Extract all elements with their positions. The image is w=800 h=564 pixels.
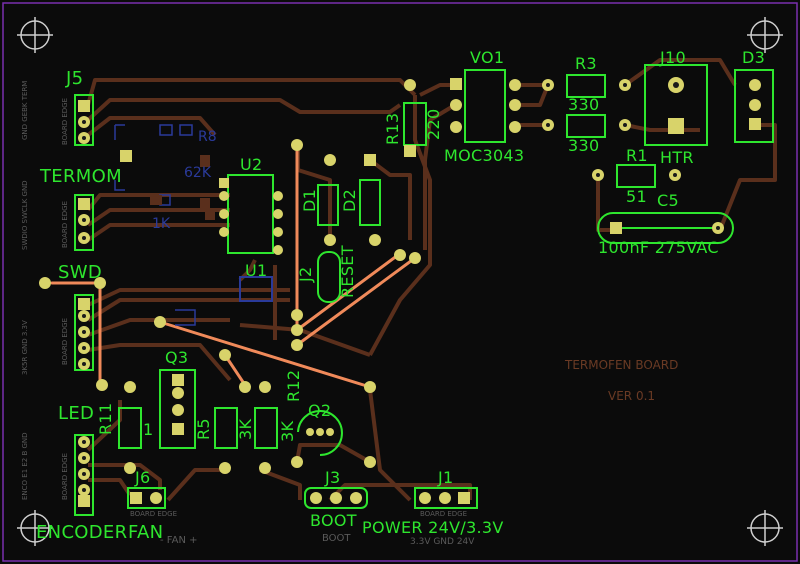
silk-board-edge-3: BOARD EDGE [61, 318, 69, 365]
mounting-hole-bl [17, 510, 53, 546]
silk-power-bottom: 3.3V GND 24V [410, 537, 475, 547]
label-led: LED [58, 403, 95, 424]
label-htr: HTR [660, 148, 694, 167]
label-boot: BOOT [310, 511, 357, 530]
label-q3: Q3 [165, 348, 189, 367]
silk-enc-side: ENCO E1 E2 B GND [21, 432, 29, 500]
label-u2: U2 [240, 155, 263, 174]
label-r3-val2: 330 [568, 136, 600, 155]
label-r8-val: 62K [184, 165, 211, 181]
label-r1-val: 51 [626, 187, 647, 206]
label-moc: MOC3043 [444, 146, 525, 165]
label-1k: 1K [152, 216, 171, 232]
label-r12: R12 [284, 369, 303, 402]
smd-pads [150, 155, 215, 220]
board-version: VER 0.1 [608, 389, 656, 403]
label-c5: C5 [657, 191, 679, 210]
silk-boot-bottom: BOOT [322, 533, 351, 544]
silk-board-edge-j6: BOARD EDGE [130, 510, 177, 518]
label-r1: R1 [626, 146, 648, 165]
label-j10: J10 [660, 48, 686, 67]
label-j1: J1 [438, 468, 454, 487]
label-vo1: VO1 [470, 48, 505, 67]
label-d1: D1 [300, 188, 319, 212]
label-r5-val: 3K [236, 418, 255, 440]
label-j6: J6 [135, 468, 151, 487]
pad-holes [82, 82, 720, 492]
label-u1: U1 [245, 261, 268, 280]
label-r5: R5 [194, 418, 213, 440]
label-encoder: ENCODER [36, 522, 128, 543]
label-r3-val: 330 [568, 95, 600, 114]
smd-footprints [114, 124, 196, 326]
silk-fan-bottom: - FAN + [160, 535, 198, 546]
label-r13: R13 [383, 112, 402, 145]
jumper-wires [50, 143, 417, 389]
label-swd: SWD [58, 262, 102, 283]
label-j3: J3 [325, 468, 341, 487]
label-d2: D2 [340, 188, 359, 212]
label-reset: RESET [338, 245, 357, 298]
mounting-hole-tl [17, 17, 53, 53]
silk-term-side: GND GEBK TERM [21, 80, 29, 140]
silk-board-edge-j1: BOARD EDGE [420, 510, 467, 518]
label-j5: J5 [66, 68, 84, 89]
mounting-hole-br [747, 510, 783, 546]
board-title: TERMOFEN BOARD [565, 358, 679, 372]
label-d3: D3 [742, 48, 766, 67]
label-r8: R8 [198, 129, 217, 145]
label-r11: R11 [96, 402, 115, 435]
pads [39, 77, 761, 507]
label-r12-val: 3K [278, 420, 297, 442]
label-c5-val: 100nF 275VAC [598, 238, 719, 257]
silk-led-side: 3K5R GND 3.3V [21, 320, 29, 375]
label-r11-val: 1 [143, 420, 154, 439]
label-fan: FAN [128, 522, 164, 543]
silk-swd-side: SWDIO SWCLK GND [21, 180, 29, 250]
mounting-hole-tr [747, 17, 783, 53]
label-r3: R3 [575, 54, 597, 73]
silk-board-edge-2: BOARD EDGE [61, 201, 69, 248]
label-q2: Q2 [308, 401, 332, 420]
silk-board-edge-4: BOARD EDGE [61, 453, 69, 500]
label-j2: J2 [296, 266, 315, 283]
label-termom: TERMOM [40, 166, 122, 187]
silk-board-edge-1: BOARD EDGE [61, 98, 69, 145]
label-r13-val: 220 [424, 108, 443, 140]
label-power: POWER 24V/3.3V [362, 518, 504, 537]
